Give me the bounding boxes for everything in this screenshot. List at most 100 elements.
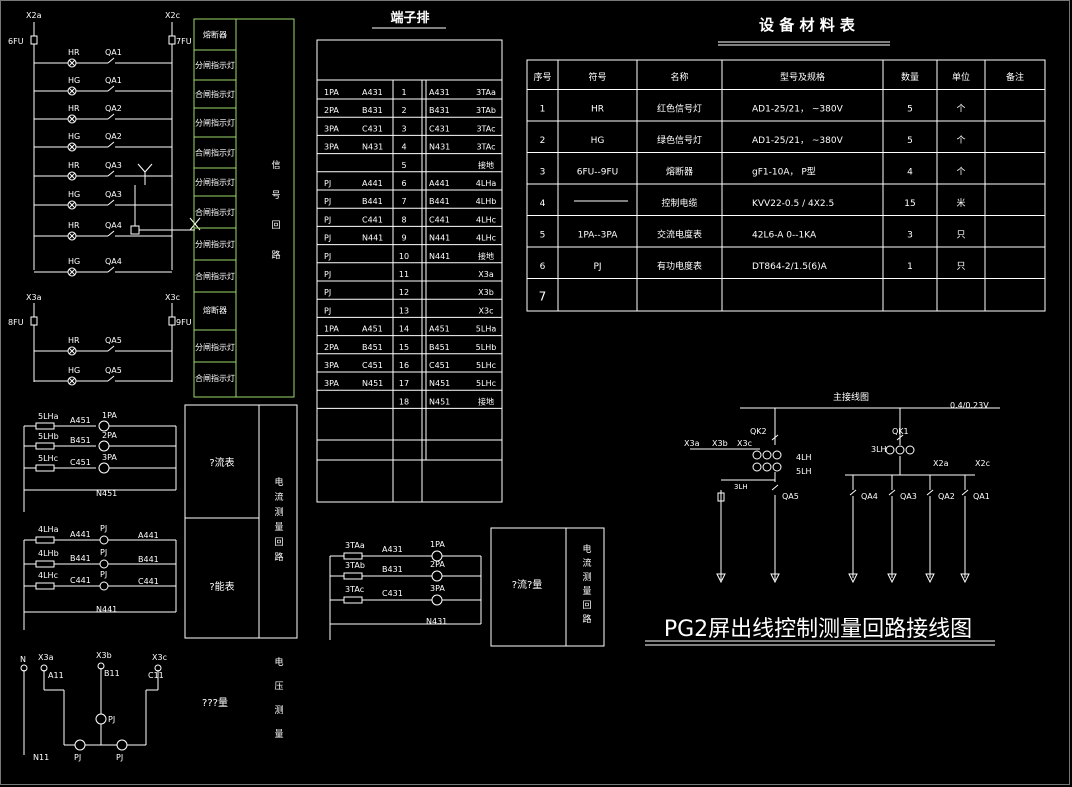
meter-label: PJ: [116, 753, 123, 762]
terminal-number: 11: [399, 270, 409, 279]
output-arrow: [887, 573, 897, 584]
terminal-cell: C451: [429, 361, 450, 370]
terminal-cell: PJ: [324, 234, 331, 243]
circuit-label: 分闸指示灯: [195, 177, 235, 187]
terminal-number: 9: [401, 234, 406, 243]
wire-label: B431: [382, 565, 403, 574]
bus-label: X2a: [933, 459, 949, 468]
wire-label: B451: [70, 436, 91, 445]
material-table-title: 设 备 材 料 表: [759, 16, 856, 34]
terminal-cell: N441: [362, 234, 383, 243]
table-cell: 15: [904, 199, 915, 209]
terminal-number: 16: [399, 361, 409, 370]
wire: [137, 163, 146, 173]
branch-label: QA1: [973, 492, 990, 501]
meter-label: PJ: [74, 753, 81, 762]
meter-panel-label: ???量: [202, 697, 228, 709]
ct-label: 4LHa: [38, 525, 59, 534]
lamp-label: HR: [68, 161, 80, 170]
circuit-label: 合闸指示灯: [195, 148, 235, 158]
terminal-cell: N451: [362, 379, 383, 388]
switch-contact: [107, 230, 115, 237]
ct-coil: [35, 464, 55, 472]
terminal-cell: C451: [362, 361, 383, 370]
fuse-symbol: [717, 492, 725, 502]
drawing-title: PG2屏出线控制测量回路接线图: [664, 617, 972, 642]
branch-label: QA4: [861, 492, 878, 501]
table-cell: 个: [956, 104, 965, 115]
bus-label: X3c: [152, 653, 167, 662]
ct-coil: [35, 582, 55, 590]
output-arrow: [770, 573, 780, 584]
side-label: 电: [274, 476, 283, 488]
voltage-label: 0.4/0.23V: [950, 401, 989, 410]
bus-label: X3a: [38, 653, 54, 662]
terminal-number: 4: [401, 143, 406, 152]
switch-contact: [107, 141, 115, 148]
table-cell: 有功电度表: [657, 260, 702, 272]
fuse-symbol: [168, 316, 176, 326]
fuse-label: 6FU: [8, 37, 24, 46]
meter-panel-label: ?能表: [209, 580, 234, 593]
ct-symbol: [752, 462, 762, 472]
table-header: 型号及规格: [780, 71, 825, 83]
ct-label: 4LHc: [38, 571, 58, 580]
ct-symbol: [772, 462, 782, 472]
meter-symbol: [99, 581, 109, 591]
output-arrow: [925, 573, 935, 584]
section-label: 回: [271, 220, 280, 231]
lamp-cross: [68, 232, 76, 240]
table-cell: 1PA--3PA: [578, 231, 619, 241]
lamp-label: HG: [68, 132, 80, 141]
terminal-number: 3: [401, 124, 406, 133]
terminal-number: 1: [401, 88, 406, 97]
table-cell: KVV22-0.5 / 4X2.5: [752, 199, 834, 209]
terminal-cell: 接地: [478, 251, 494, 261]
fuse-label: 3LH: [734, 483, 748, 491]
table-cell: 控制电缆: [661, 197, 697, 209]
terminal-cell: 4LHa: [476, 179, 497, 188]
table-cell: HR: [591, 105, 604, 115]
lamp-cross: [68, 87, 76, 95]
side-label: 量: [274, 729, 283, 740]
terminal-cell: 1PA: [324, 88, 339, 97]
terminal-cell: B441: [429, 197, 450, 206]
meter-symbol: [98, 440, 110, 452]
wire-label: B441: [138, 555, 159, 564]
terminal-number: 17: [399, 379, 409, 388]
wire-label: C441: [138, 577, 159, 586]
terminal-cell: 3TAa: [476, 88, 496, 97]
table-cell: 交流电度表: [657, 229, 702, 241]
terminal-cell: B451: [362, 343, 383, 352]
meter-symbol: [98, 462, 110, 474]
terminal-cell: X3b: [478, 288, 494, 297]
ct-symbol: [772, 450, 782, 460]
neutral-label: N451: [96, 489, 117, 498]
terminal-cell: 1PA: [324, 325, 339, 334]
table-header: 数量: [901, 71, 919, 83]
terminal-cell: 3TAb: [476, 106, 496, 115]
ct-coil: [343, 596, 363, 604]
side-label: 回: [274, 537, 283, 548]
switch-contact: [107, 375, 115, 382]
aux-box: [130, 225, 140, 235]
fuse-symbol: [30, 35, 38, 45]
terminal-cell: 3PA: [324, 143, 339, 152]
ct-label: 5LHb: [38, 432, 59, 441]
ct-symbol: [762, 450, 772, 460]
switch-contact: [771, 484, 779, 491]
circuit-label: 熔断器: [203, 30, 227, 40]
lamp-label: HG: [68, 366, 80, 375]
switch-contact: [961, 489, 969, 496]
switch-contact: [107, 345, 115, 352]
table-cell: AD1-25/21， ~380V: [752, 136, 844, 146]
terminal-cell: 4LHc: [476, 234, 496, 243]
wire-label: A441: [138, 531, 159, 540]
terminal-cell: A451: [362, 325, 383, 334]
terminal-cell: 5LHc: [476, 379, 496, 388]
meter-label: PJ: [108, 715, 115, 724]
side-label: 测: [582, 572, 591, 583]
terminal-cell: C431: [429, 124, 450, 133]
ct-coil: [35, 560, 55, 568]
wire-label: N11: [33, 753, 49, 762]
